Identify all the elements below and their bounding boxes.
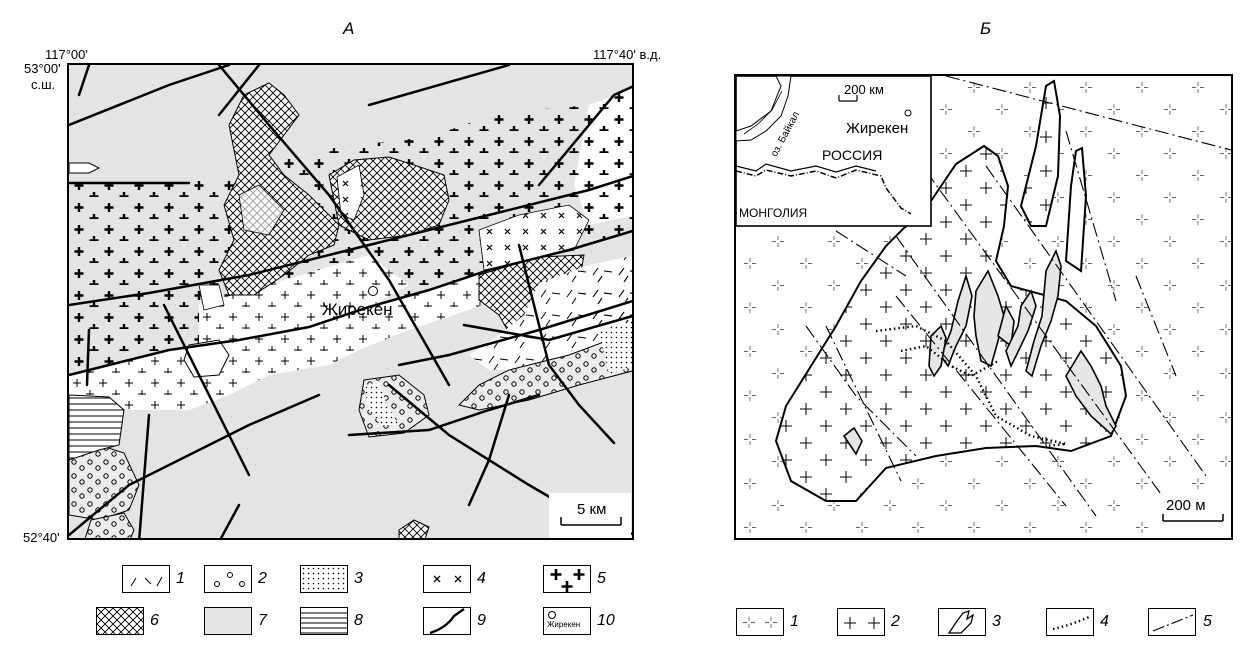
fault-line-icon xyxy=(429,608,465,634)
geologic-map-b-drawing xyxy=(736,76,1231,538)
legend-a-num-9: 9 xyxy=(477,612,486,629)
panel-b-title: Б xyxy=(980,19,992,38)
legend-a-num-5: 5 xyxy=(597,570,606,587)
geologic-map-a-drawing xyxy=(69,65,632,538)
legend-a-locality-sample: Жирекен xyxy=(547,620,581,629)
lat-bottom-label: 52°40' xyxy=(23,530,60,545)
legend-a-num-8: 8 xyxy=(354,612,363,629)
zhireken-label: Жирекен xyxy=(322,300,393,319)
zhireken-locality-icon xyxy=(368,286,378,296)
legend-a-item-10: Жирекен xyxy=(543,607,591,635)
legend-b-item-5 xyxy=(1148,608,1196,636)
inset-russia-label: РОССИЯ xyxy=(822,147,883,163)
legend-b-num-3: 3 xyxy=(992,613,1001,630)
lon-left-label: 117°00' xyxy=(45,47,88,62)
legend-a-item-6 xyxy=(96,607,144,635)
crosshatch-pattern-icon xyxy=(97,608,143,634)
lon-right-label: 117°40' в.д. xyxy=(593,47,662,62)
dash-dot-line-icon xyxy=(1152,614,1194,632)
inset-zhireken-label: Жирекен xyxy=(846,120,909,137)
legend-b-item-1 xyxy=(736,608,784,636)
x-crosses-pattern-icon xyxy=(433,575,462,583)
legend-a-item-4 xyxy=(423,565,471,593)
scale-bar-label-a: 5 км xyxy=(577,501,607,518)
legend-b-num-2: 2 xyxy=(891,613,900,630)
fine-dots-pattern-icon xyxy=(301,566,347,592)
legend-a-item-2 xyxy=(204,565,252,593)
dashes-pattern-icon xyxy=(130,576,163,587)
horizontal-lines-pattern-icon xyxy=(301,612,347,634)
legend-a-item-8 xyxy=(300,607,348,635)
legend-a-num-1: 1 xyxy=(176,570,185,587)
lat-top-suffix: с.ш. xyxy=(31,77,56,92)
locality-circle-icon xyxy=(548,611,556,619)
legend-b-num-5: 5 xyxy=(1203,613,1212,630)
legend-b-item-4 xyxy=(1046,608,1094,636)
scale-bar-label-b: 200 м xyxy=(1166,497,1206,514)
plus-pattern-icon xyxy=(844,617,880,629)
legend-a-num-2: 2 xyxy=(258,570,267,587)
geologic-map-b: 200 км Жирекен оз. Байкал РОССИЯ МОНГОЛИ… xyxy=(734,74,1233,540)
bold-plus-pattern-icon xyxy=(550,569,585,592)
legend-a-item-3 xyxy=(300,565,348,593)
legend-b-item-2 xyxy=(837,608,885,636)
legend-b-item-3 xyxy=(938,608,986,636)
legend-b-num-1: 1 xyxy=(790,613,799,630)
legend-a-item-9 xyxy=(423,607,471,635)
legend-a-num-10: 10 xyxy=(597,612,615,629)
inset-scale-label: 200 км xyxy=(844,82,884,97)
panel-a-title: А xyxy=(343,19,355,38)
dike-outline-icon xyxy=(947,610,975,634)
legend-a-item-7 xyxy=(204,607,252,635)
geologic-map-a: Жирекен 5 км xyxy=(67,63,634,540)
legend-a-item-1 xyxy=(122,565,170,593)
circles-pattern-icon xyxy=(214,572,245,587)
legend-a-num-6: 6 xyxy=(150,612,159,629)
legend-a-num-4: 4 xyxy=(477,570,486,587)
inset-mongolia-label: МОНГОЛИЯ xyxy=(739,206,808,220)
dotted-line-icon xyxy=(1052,615,1090,631)
lat-top-label: 53°00' xyxy=(24,61,61,76)
legend-a-num-7: 7 xyxy=(258,612,267,629)
thin-plus-pattern-icon xyxy=(743,617,777,628)
legend-b-num-4: 4 xyxy=(1100,613,1109,630)
legend-a-item-5 xyxy=(543,565,591,593)
legend-a-num-3: 3 xyxy=(354,570,363,587)
